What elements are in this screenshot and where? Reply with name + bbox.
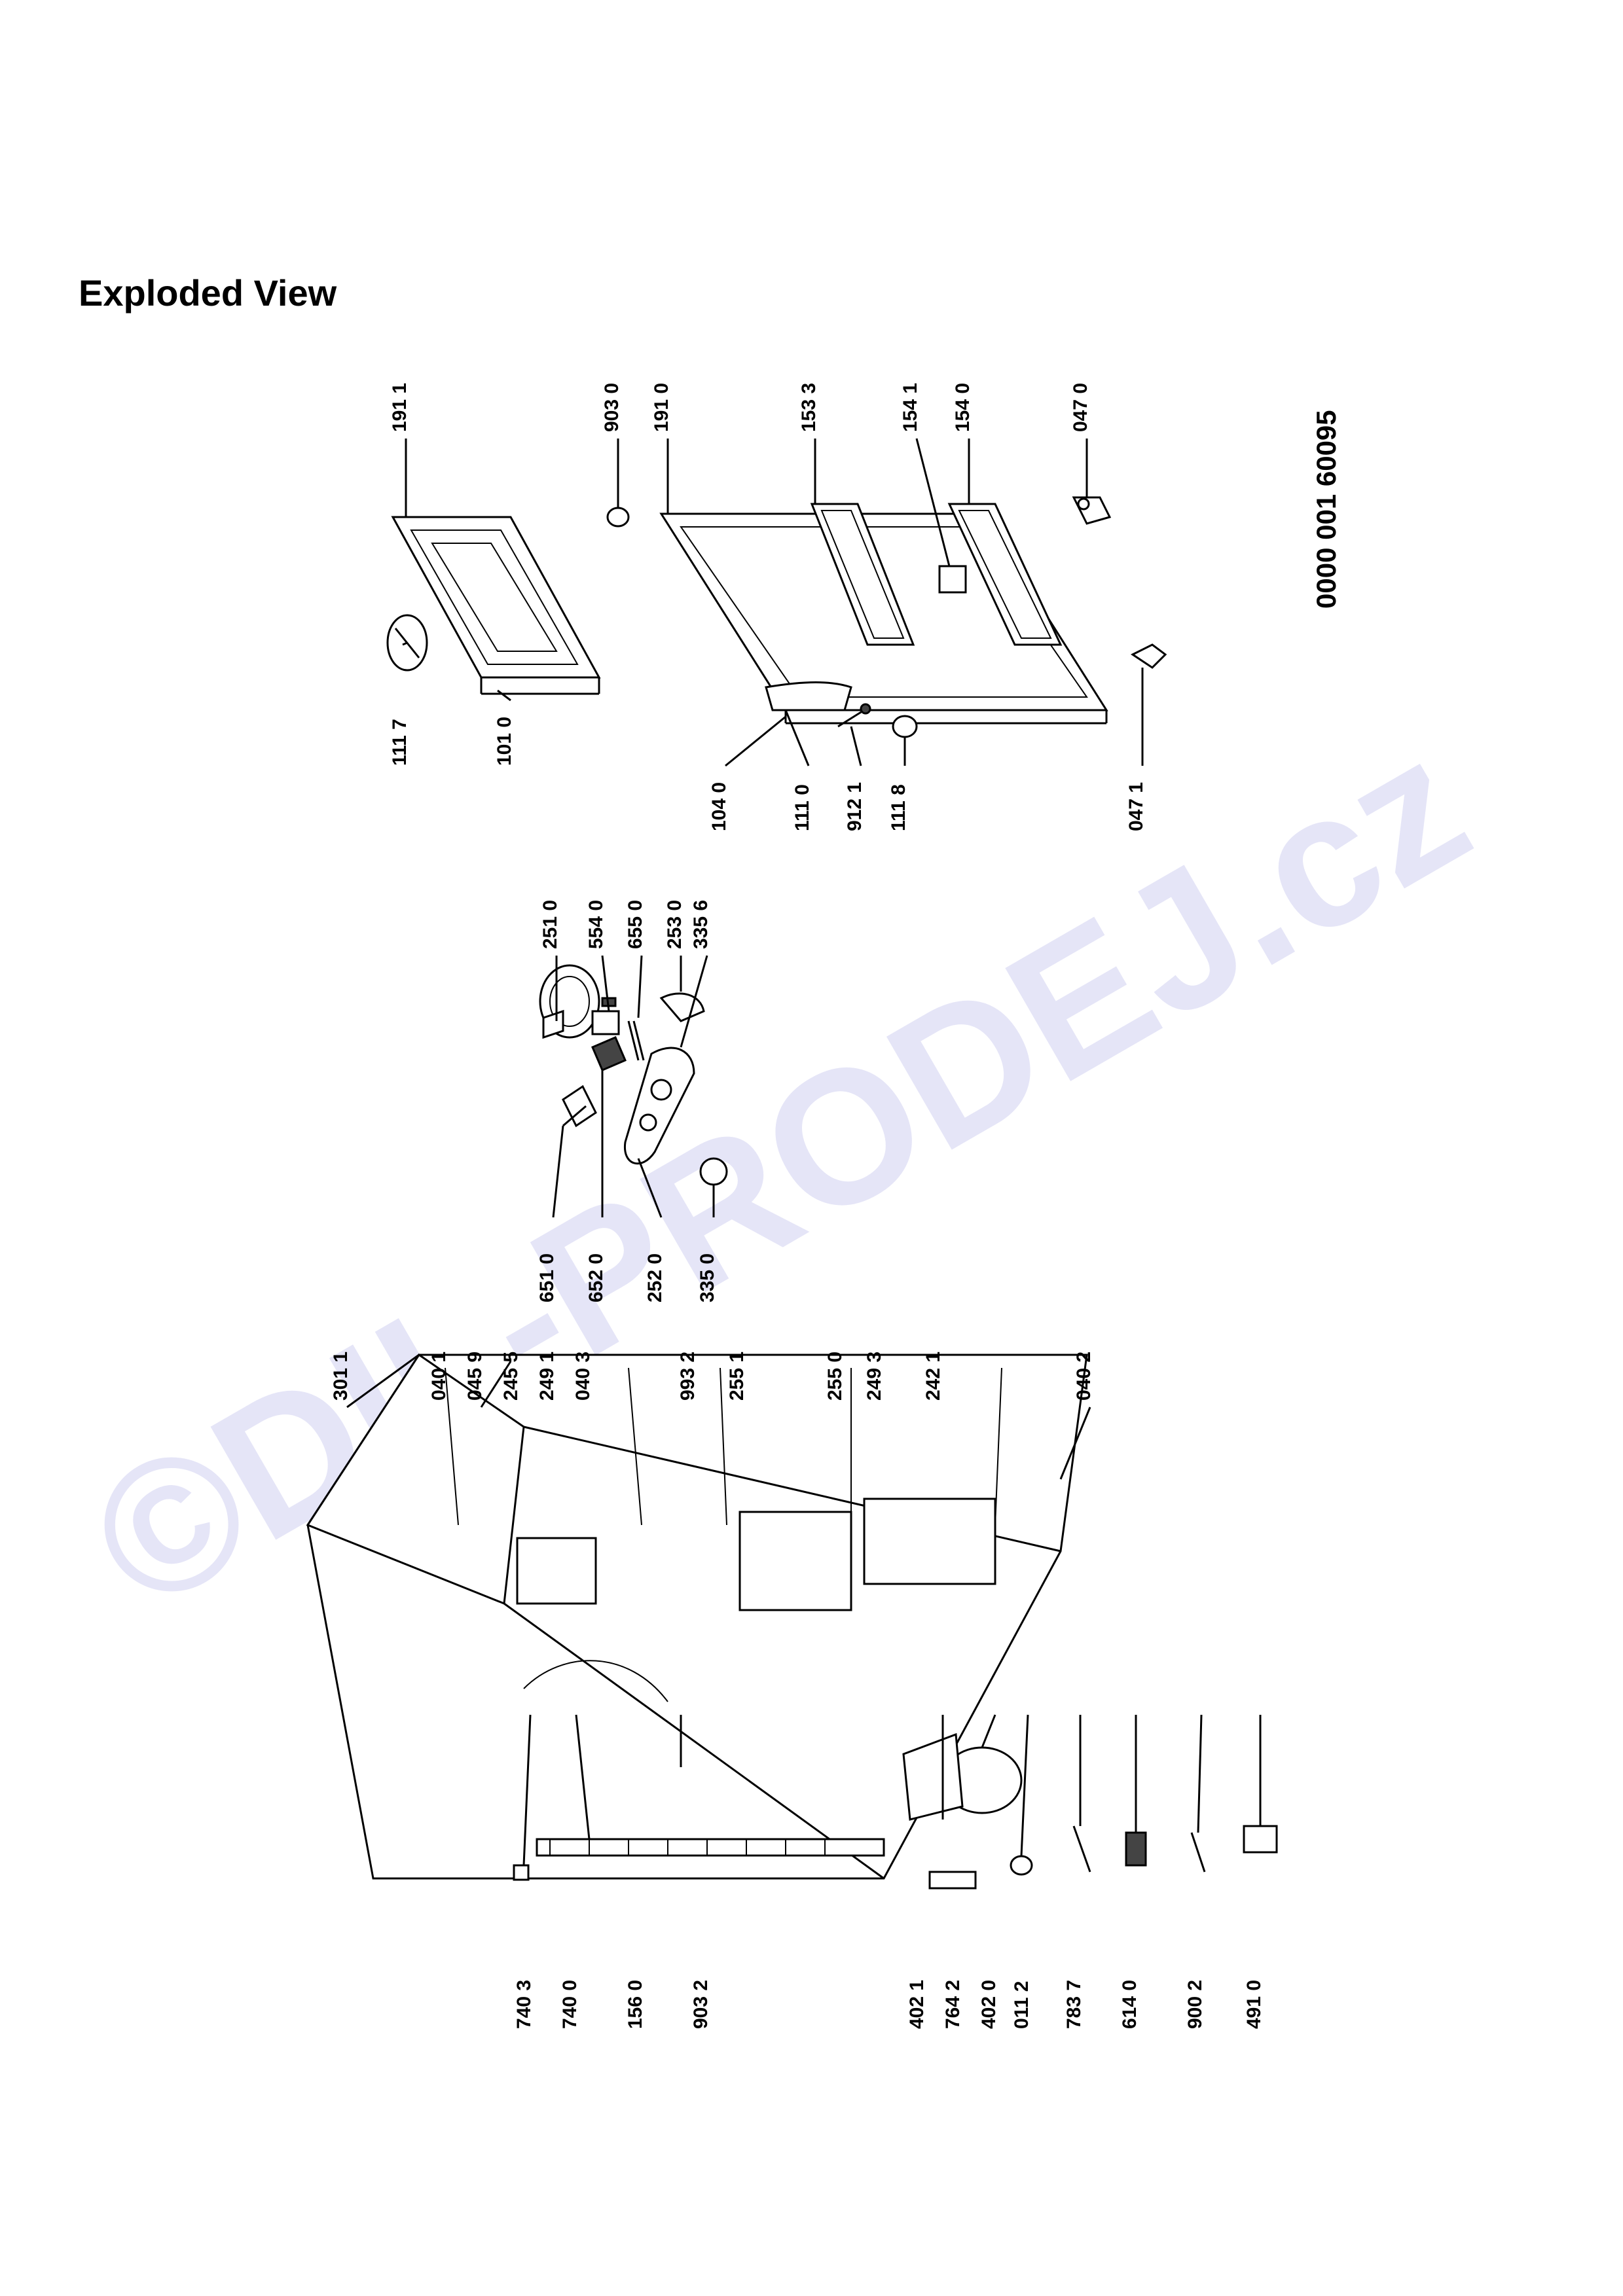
- part-label: 040 1: [428, 1352, 450, 1401]
- part-label: 255 0: [824, 1352, 846, 1401]
- part-label: 047 0: [1070, 383, 1091, 432]
- part-label: 335 0: [697, 1253, 718, 1302]
- part-label: 191 1: [389, 383, 410, 432]
- part-label: 011 2: [1011, 1981, 1032, 2029]
- part-label: 993 2: [677, 1352, 699, 1401]
- part-label: 101 0: [494, 717, 515, 766]
- page-title: Exploded View: [79, 272, 337, 314]
- part-label: 153 3: [798, 383, 820, 432]
- door-hinge-cover-111-0: [765, 681, 852, 711]
- door-shelf-upper: [810, 503, 915, 646]
- grommet-011-2: [1010, 1855, 1033, 1876]
- condenser-grille-740-0: [536, 1838, 885, 1857]
- part-label: 249 3: [864, 1352, 885, 1401]
- part-label: 045 9: [464, 1352, 486, 1401]
- part-label: 156 0: [625, 1980, 646, 2029]
- part-label: 252 0: [644, 1253, 666, 1302]
- leader-lines: [346, 438, 1262, 1866]
- part-label: 402 0: [978, 1980, 1000, 2029]
- relay-614-0: [1125, 1831, 1147, 1867]
- part-label: 249 1: [536, 1352, 558, 1401]
- part-label: 154 0: [952, 383, 974, 432]
- part-label: 900 2: [1184, 1980, 1206, 2029]
- hinge-047-0: [1072, 496, 1112, 525]
- part-label: 335 6: [690, 900, 712, 949]
- part-label: 740 3: [513, 1980, 535, 2029]
- compressor-402-0: [902, 1732, 1023, 1821]
- part-label: 491 0: [1243, 1980, 1265, 2029]
- thermostat-651-0: [562, 1085, 597, 1128]
- cabinet-inner-shelves: [445, 1367, 1002, 1611]
- part-label: 301 1: [330, 1352, 352, 1401]
- part-label: 154 1: [900, 383, 921, 432]
- screw-912-1: [837, 703, 871, 728]
- bulb-holder-652-0: [591, 1020, 645, 1071]
- lamp-cover-253-0: [659, 992, 705, 1022]
- part-label: 253 0: [664, 900, 685, 949]
- part-label: 554 0: [585, 900, 607, 949]
- knob-335-0: [699, 1157, 728, 1186]
- control-housing-252-0: [623, 1047, 695, 1165]
- part-label: 783 7: [1063, 1980, 1085, 2029]
- part-label: 040 2: [1073, 1352, 1095, 1401]
- tube-783-7: [1072, 1825, 1091, 1873]
- foot-047-1: [1131, 643, 1167, 669]
- thermostat-knob-assembly: [539, 964, 620, 1039]
- part-label: 903 0: [601, 383, 623, 432]
- part-label: 104 0: [708, 782, 730, 831]
- freezer-door-panel: [391, 516, 601, 695]
- door-shelf-lower: [947, 503, 1063, 646]
- cabinet-body: [306, 1353, 1088, 1880]
- part-label: 912 1: [844, 782, 866, 831]
- part-label: 040 3: [572, 1352, 594, 1401]
- part-label: 111 7: [389, 719, 410, 766]
- part-label: 111 0: [792, 784, 813, 831]
- part-label: 652 0: [585, 1253, 607, 1302]
- bracket-900-2: [1190, 1832, 1206, 1873]
- part-label: 245 5: [500, 1352, 522, 1401]
- part-label: 402 1: [906, 1980, 928, 2029]
- part-label: 903 2: [690, 1980, 712, 2029]
- part-label: 655 0: [625, 900, 646, 949]
- drawing-code: 0000 001 60095: [1311, 410, 1341, 609]
- part-label: 251 0: [539, 900, 561, 949]
- foot-740-3: [513, 1864, 530, 1881]
- screw-903-0: [606, 507, 630, 528]
- part-label: 242 1: [922, 1352, 944, 1401]
- part-label: 614 0: [1119, 1980, 1140, 2029]
- part-labels: 111 7 101 0 191 1 903 0 191 0 153 3 154 …: [330, 383, 1265, 2029]
- cap-111-8: [892, 715, 918, 738]
- part-label: 651 0: [536, 1253, 558, 1302]
- part-label: 191 0: [651, 383, 672, 432]
- part-label: 111 8: [888, 784, 909, 831]
- capacitor-764-2: [928, 1871, 977, 1890]
- cover-491-0: [1243, 1825, 1278, 1854]
- door-clip-154-1: [938, 565, 967, 594]
- part-label: 255 1: [726, 1352, 748, 1401]
- part-label: 047 1: [1125, 782, 1147, 831]
- part-label: 740 0: [559, 1980, 581, 2029]
- part-label: 764 2: [942, 1980, 964, 2029]
